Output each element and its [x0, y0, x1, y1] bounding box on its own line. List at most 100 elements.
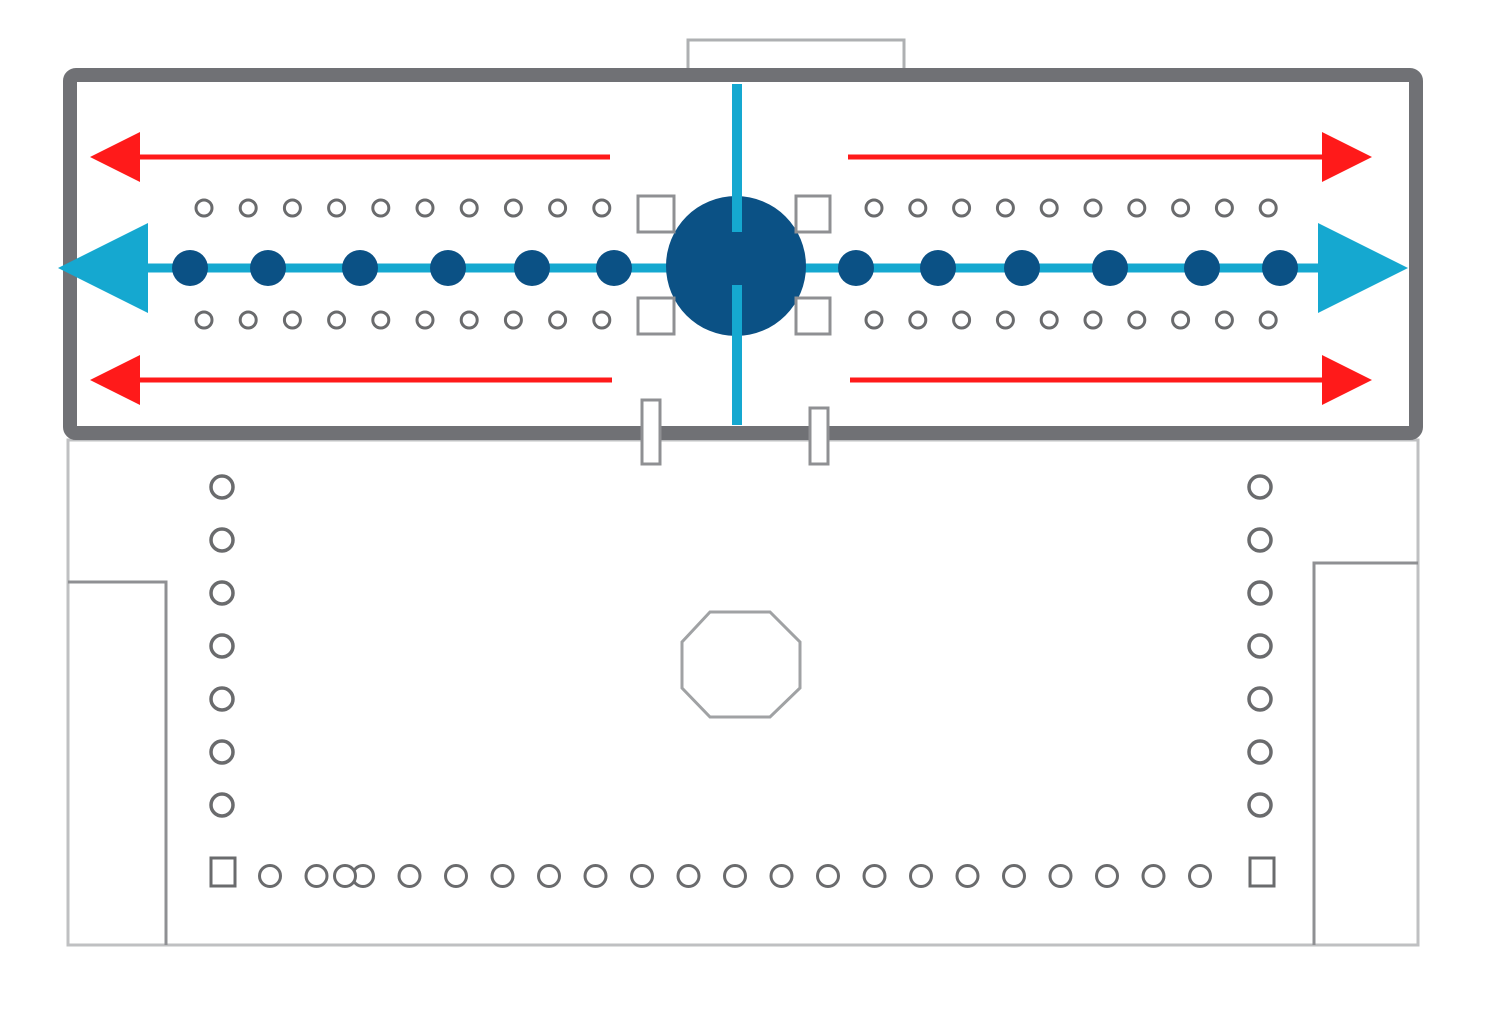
hole-left-row2 — [194, 310, 214, 330]
side-hole-left — [209, 633, 235, 659]
hole-right-row1 — [1039, 198, 1059, 218]
side-hole-right — [1247, 633, 1273, 659]
blue-dot-right — [1184, 250, 1220, 286]
blue-dot-left — [172, 250, 208, 286]
side-hole-left — [209, 474, 235, 500]
side-hole-left — [209, 527, 235, 553]
right-side-notch — [1312, 561, 1418, 945]
bottom-hole — [862, 864, 887, 888]
hole-left-row1 — [459, 198, 479, 218]
bottom-hole — [630, 864, 654, 888]
hole-right-row1 — [1171, 198, 1191, 218]
bottom-hole-extra — [333, 864, 357, 888]
bottom-hole — [397, 864, 422, 888]
blue-dot-left — [342, 250, 378, 286]
hole-left-row2 — [592, 310, 612, 330]
side-hole-left — [209, 739, 235, 765]
side-hole-right — [1247, 580, 1273, 606]
hole-right-row1 — [1258, 198, 1278, 218]
side-hole-right — [1247, 792, 1273, 818]
hole-right-row2 — [1258, 310, 1278, 330]
hole-right-row1 — [995, 198, 1015, 218]
bottom-hole — [1002, 864, 1026, 888]
bottom-hole — [955, 864, 980, 888]
center-circle — [666, 196, 806, 336]
bottom-hole — [769, 864, 794, 888]
bottom-hole — [816, 864, 840, 888]
hole-right-row2 — [995, 310, 1015, 330]
blue-dot-left — [430, 250, 466, 286]
hole-right-row1 — [1127, 198, 1147, 218]
hole-left-row1 — [327, 198, 347, 218]
hole-left-row2 — [371, 310, 391, 330]
hole-left-row2 — [415, 310, 435, 330]
bottom-hole — [537, 864, 561, 888]
pin-left — [640, 398, 662, 466]
hole-right-row1 — [952, 198, 972, 218]
upper-hole-rows — [194, 198, 1278, 330]
bottom-hole — [1095, 864, 1119, 888]
hole-left-row2 — [548, 310, 568, 330]
hole-left-row1 — [548, 198, 568, 218]
bottom-hole — [1188, 864, 1212, 888]
hole-right-row1 — [1083, 198, 1103, 218]
pin-right — [808, 406, 830, 466]
blue-dot-left — [596, 250, 632, 286]
hole-left-row1 — [592, 198, 612, 218]
blue-dot-right — [920, 250, 956, 286]
side-hole-left — [209, 792, 235, 818]
top-tab — [686, 38, 906, 72]
side-hole-columns — [209, 474, 1273, 818]
left-side-notch — [68, 580, 168, 945]
bottom-hole — [490, 864, 515, 888]
hole-right-row2 — [1171, 310, 1191, 330]
hole-right-row1 — [908, 198, 928, 218]
hole-left-row2 — [327, 310, 347, 330]
bottom-hole — [909, 864, 933, 888]
blue-dot-left — [250, 250, 286, 286]
bottom-hole — [444, 864, 468, 888]
hole-left-row1 — [371, 198, 391, 218]
hole-right-row1 — [864, 198, 884, 218]
hole-right-row1 — [1214, 198, 1234, 218]
bottom-hole-row — [209, 856, 1276, 888]
side-hole-right — [1247, 686, 1273, 712]
side-hole-left — [209, 686, 235, 712]
flow-arrows — [90, 132, 1372, 405]
hole-left-row1 — [238, 198, 258, 218]
blue-dot-right — [1262, 250, 1298, 286]
hole-left-row1 — [194, 198, 214, 218]
hole-left-row1 — [415, 198, 435, 218]
blue-dot-left — [514, 250, 550, 286]
hole-left-row2 — [503, 310, 523, 330]
bottom-hole — [723, 864, 747, 888]
bottom-hole — [304, 864, 329, 888]
hole-right-row2 — [952, 310, 972, 330]
hole-left-row2 — [282, 310, 302, 330]
hole-left-row2 — [238, 310, 258, 330]
hole-right-row2 — [1083, 310, 1103, 330]
side-hole-right — [1247, 527, 1273, 553]
side-hole-left — [209, 580, 235, 606]
hole-right-row2 — [908, 310, 928, 330]
center-hub — [666, 84, 806, 425]
bottom-hole — [1141, 864, 1166, 888]
hole-left-row1 — [282, 198, 302, 218]
bottom-hole — [583, 864, 608, 888]
blue-dot-right — [1092, 250, 1128, 286]
bottom-hole — [676, 864, 701, 888]
side-hole-right — [1247, 474, 1273, 500]
bottom-hole — [1048, 864, 1073, 888]
bottom-hole — [258, 864, 282, 888]
bracket-lower-left — [636, 296, 676, 336]
side-hole-right — [1247, 739, 1273, 765]
hole-right-row2 — [1127, 310, 1147, 330]
hole-right-row2 — [1214, 310, 1234, 330]
blue-dot-right — [838, 250, 874, 286]
hole-left-row2 — [459, 310, 479, 330]
blue-dot-right — [1004, 250, 1040, 286]
bracket-upper-left — [636, 194, 676, 234]
bracket-upper-right — [794, 194, 832, 234]
blue-dot-row — [172, 250, 1298, 286]
